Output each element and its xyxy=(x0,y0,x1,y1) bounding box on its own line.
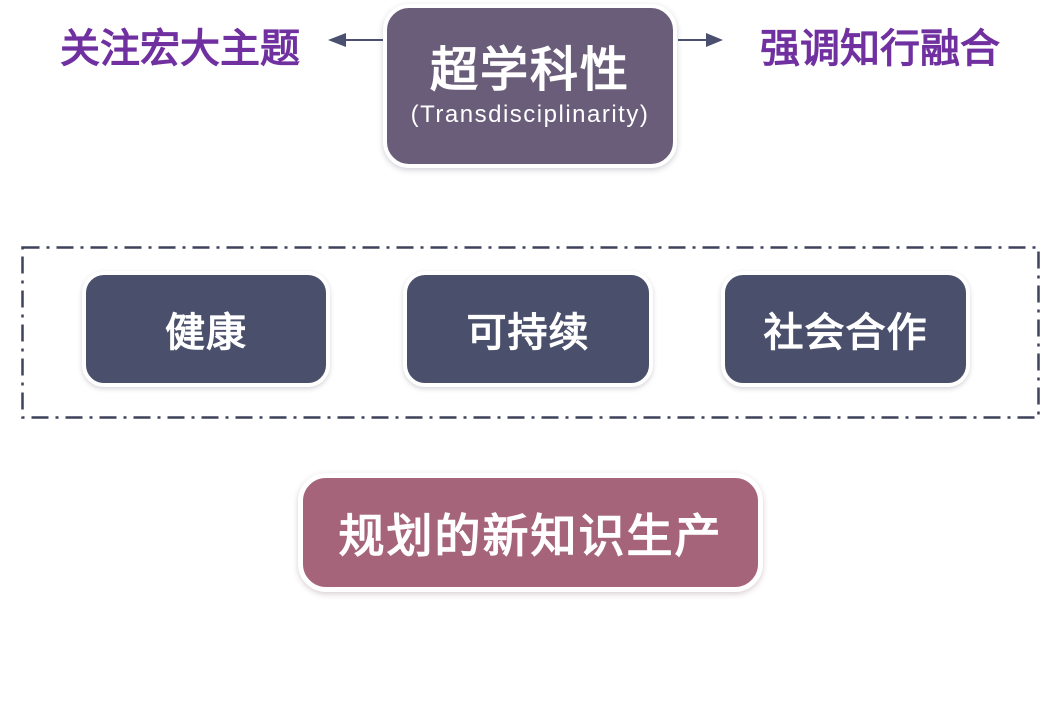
theme-box-sustainability: 可持续 xyxy=(403,271,653,387)
right-annotation-label: 强调知行融合 xyxy=(760,27,1000,71)
left-annotation-label: 关注宏大主题 xyxy=(60,27,300,71)
left-arrowhead-icon xyxy=(328,33,346,47)
bottom-box-knowledge-production: 规划的新知识生产 xyxy=(298,473,763,592)
bottom-box-label: 规划的新知识生产 xyxy=(338,509,723,562)
top-box-title: 超学科性 xyxy=(429,44,630,98)
top-box-subtitle: (Transdisciplinarity) xyxy=(410,100,650,128)
right-arrow xyxy=(678,33,723,47)
theme-box-social-cooperation-label: 社会合作 xyxy=(763,311,928,355)
theme-box-health: 健康 xyxy=(82,271,330,387)
theme-box-social-cooperation: 社会合作 xyxy=(721,271,970,387)
top-box-transdisciplinarity: 超学科性 (Transdisciplinarity) xyxy=(383,4,677,168)
themes-container-dashed-rect xyxy=(21,246,1040,419)
right-arrowhead-icon xyxy=(706,33,723,47)
themes-container-border xyxy=(21,246,1040,419)
left-arrow xyxy=(328,33,383,47)
theme-box-health-label: 健康 xyxy=(165,311,247,355)
theme-box-sustainability-label: 可持续 xyxy=(466,311,590,355)
